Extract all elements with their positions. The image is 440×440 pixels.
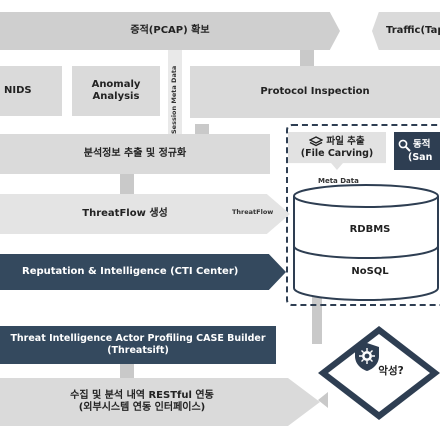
sandbox-label-1: 동적 [413, 139, 431, 151]
case-builder-label-2: (Threatsift) [107, 345, 169, 356]
session-meta-strip [168, 42, 182, 136]
reputation-box: Reputation & Intelligence (CTI Center) [0, 254, 286, 290]
magnifier-icon [398, 139, 411, 152]
anomaly-label-1: Anomaly [91, 78, 141, 90]
anomaly-analysis-box: Anomaly Analysis [72, 66, 160, 116]
file-carving-label-2: (File Carving) [300, 148, 374, 160]
file-carving-label-1: 파일 추출 [326, 136, 365, 148]
pcap-capture-box: 증적(PCAP) 확보 [0, 12, 340, 50]
nids-box: NIDS [0, 66, 62, 116]
db-to-decision-connector [312, 296, 322, 344]
traffic-tap-label: Traffic(Tap [386, 24, 440, 36]
protocol-inspection-box: Protocol Inspection [190, 66, 440, 118]
nids-label: NIDS [4, 84, 32, 96]
restful-box: 수집 및 분석 내역 RESTful 연동 (외부시스템 연동 인터페이스) [0, 378, 320, 426]
sandbox-box: 동적 (San [394, 132, 440, 170]
decision-to-restful-arrow [318, 392, 328, 408]
threatflow-label: ThreatFlow 생성 [82, 207, 168, 219]
layers-icon [309, 136, 324, 147]
protocol-inspection-label: Protocol Inspection [260, 85, 370, 97]
rdbms-label: RDBMS [349, 223, 391, 235]
nosql-label: NoSQL [351, 265, 389, 277]
session-meta-label: Session Meta Data [170, 65, 178, 134]
traffic-tap-box: Traffic(Tap [372, 12, 440, 50]
threatflow-box: ThreatFlow 생성 [0, 194, 290, 234]
case-builder-box: Threat Intelligence Actor Profiling CASE… [0, 326, 276, 364]
extract-normalize-label: 분석정보 추출 및 정규화 [83, 147, 187, 159]
database-cylinder [293, 184, 439, 301]
restful-label-2: (외부시스템 연동 인터페이스) [78, 402, 206, 413]
extract-to-threatflow-connector [120, 172, 134, 196]
decision-diamond [318, 326, 440, 420]
case-builder-label-1: Threat Intelligence Actor Profiling CASE… [10, 333, 266, 345]
anomaly-label-2: Analysis [92, 91, 140, 102]
protocol-to-extract-connector [195, 124, 209, 136]
meta-data-label: Meta Data [318, 177, 359, 185]
restful-label-1: 수집 및 분석 내역 RESTful 연동 [70, 389, 214, 401]
case-to-restful-connector [120, 362, 134, 382]
extract-normalize-box: 분석정보 추출 및 정규화 [0, 134, 270, 174]
sandbox-label-2: (San [408, 151, 433, 163]
pcap-capture-label: 증적(PCAP) 확보 [130, 24, 210, 36]
threatflow-edge-label: ThreatFlow [232, 208, 274, 216]
reputation-label: Reputation & Intelligence (CTI Center) [22, 265, 239, 277]
decision-label: 악성? [378, 365, 404, 378]
shield-virus-icon [355, 343, 379, 371]
